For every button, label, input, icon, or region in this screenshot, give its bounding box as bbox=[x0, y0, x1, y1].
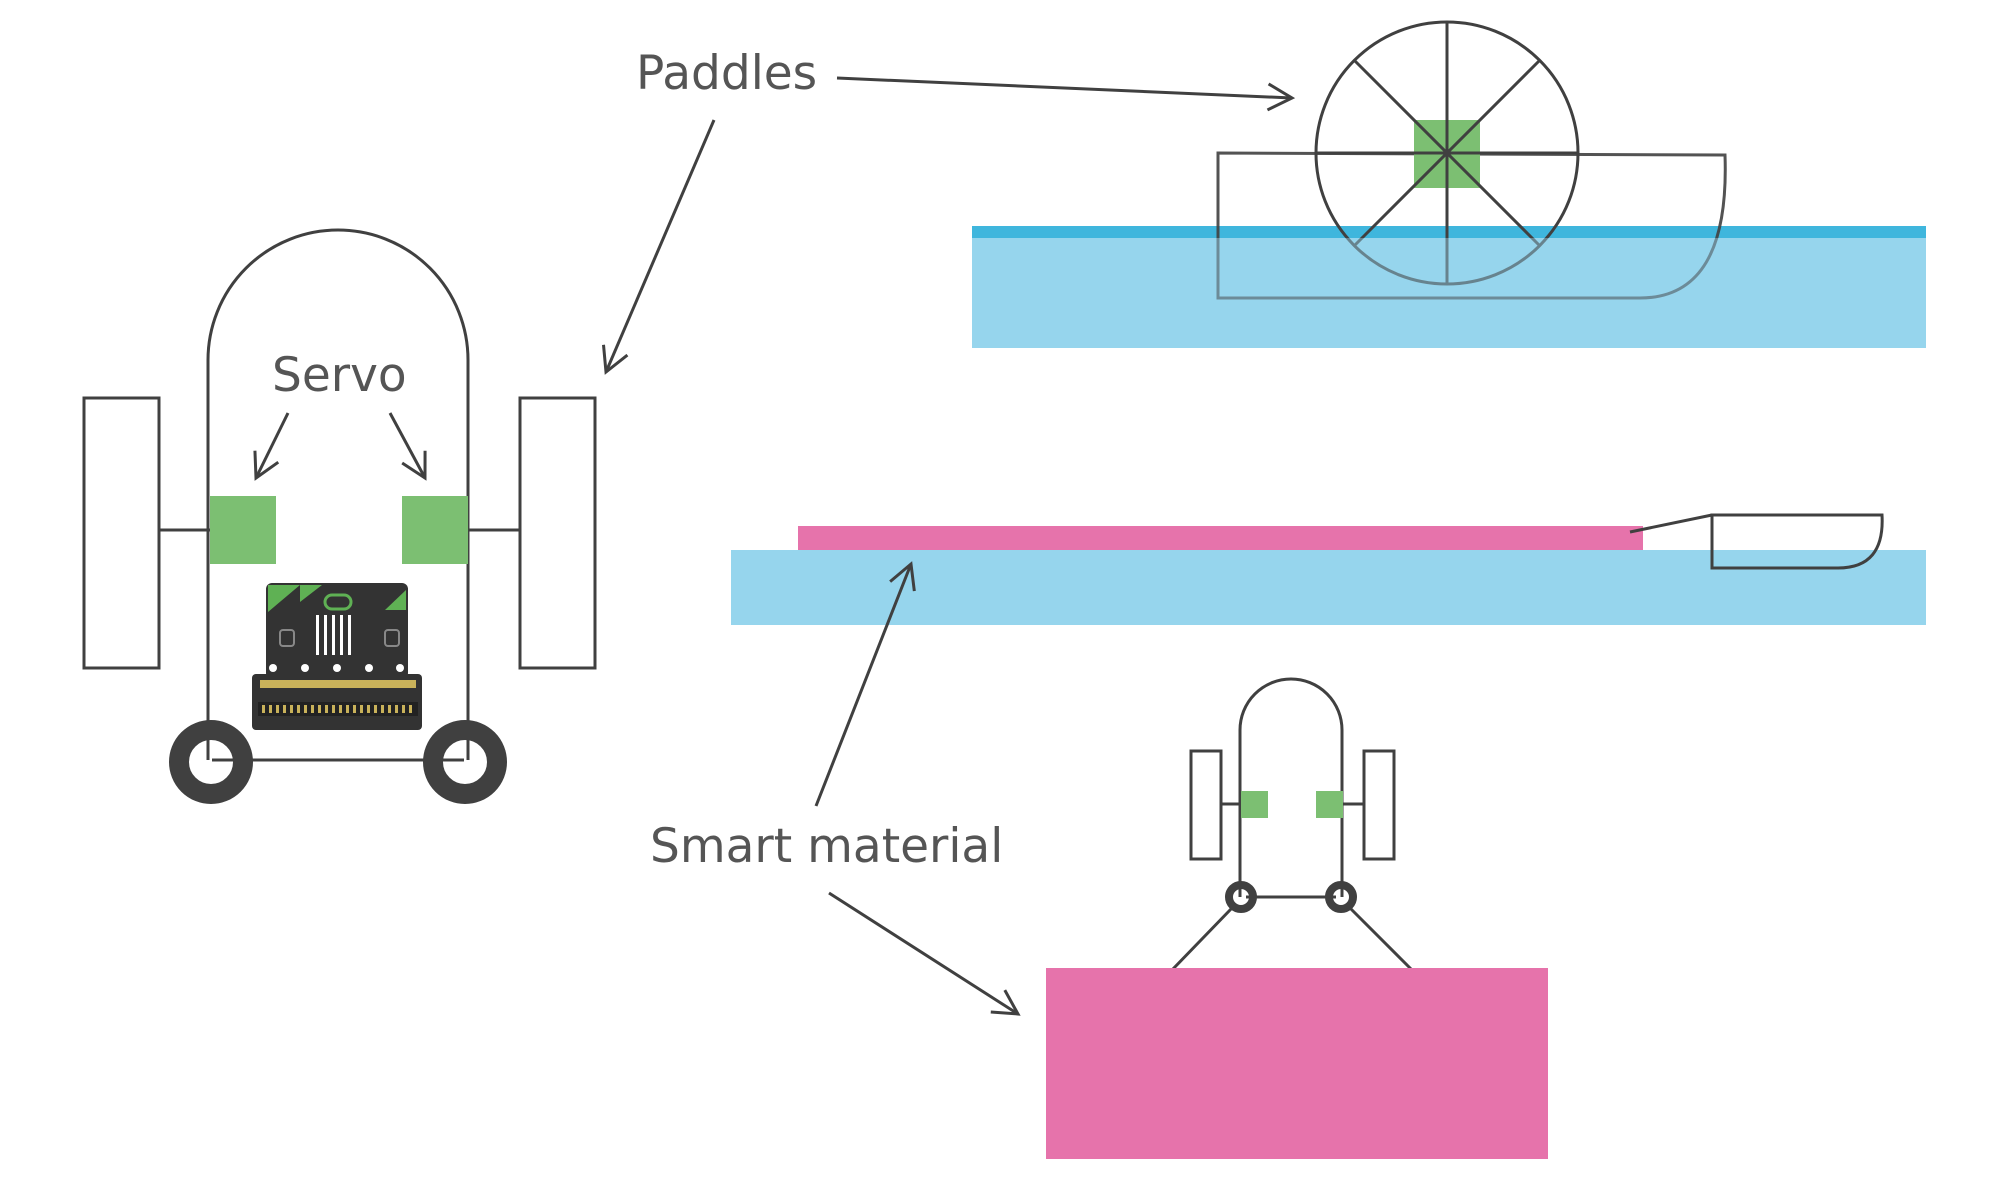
robot-pulling-view bbox=[1046, 677, 1548, 1159]
towing-side-view bbox=[731, 513, 1926, 625]
smart-material-sheet bbox=[1046, 968, 1548, 1159]
right-paddle bbox=[518, 396, 597, 670]
small-left-servo bbox=[1241, 791, 1268, 818]
annotation-arrows bbox=[253, 76, 1296, 1016]
smart-material-arrow-up bbox=[814, 561, 916, 807]
small-right-servo bbox=[1316, 791, 1343, 818]
small-left-paddle bbox=[1189, 749, 1223, 861]
left-servo bbox=[210, 496, 276, 564]
servo-label: Servo bbox=[272, 348, 407, 403]
robot-body-outline bbox=[206, 228, 470, 760]
boat-side-view bbox=[972, 20, 1926, 348]
robot-top-view bbox=[82, 228, 597, 804]
water-strip bbox=[731, 550, 1926, 625]
water-surface bbox=[972, 226, 1926, 238]
smart-material-strip bbox=[798, 526, 1643, 550]
small-right-paddle bbox=[1362, 749, 1396, 861]
smart-material-arrow-down bbox=[828, 891, 1021, 1016]
boat-hull bbox=[1216, 151, 1727, 300]
smart-material-label: Smart material bbox=[650, 819, 1004, 874]
small-right-wheel bbox=[1325, 881, 1357, 913]
right-servo bbox=[402, 496, 468, 564]
led-matrix bbox=[316, 615, 351, 655]
left-paddle bbox=[82, 396, 161, 670]
tow-line bbox=[1629, 513, 1713, 534]
tow-rope-right bbox=[1349, 907, 1414, 972]
paddle-spokes bbox=[1316, 22, 1578, 284]
paddles-label: Paddles bbox=[636, 46, 818, 101]
servo-arrow-left bbox=[253, 412, 290, 481]
small-boat-hull bbox=[1710, 513, 1884, 570]
small-left-wheel bbox=[1225, 881, 1257, 913]
tow-rope-left bbox=[1170, 907, 1233, 972]
microbit-board bbox=[252, 583, 422, 730]
small-robot-body bbox=[1238, 677, 1344, 897]
paddles-arrow-down bbox=[602, 119, 716, 375]
left-rear-wheel bbox=[169, 720, 253, 804]
paddles-arrow-right bbox=[836, 76, 1296, 112]
right-rear-wheel bbox=[423, 720, 507, 804]
water-body bbox=[972, 228, 1926, 348]
servo-arrow-right bbox=[388, 412, 427, 481]
